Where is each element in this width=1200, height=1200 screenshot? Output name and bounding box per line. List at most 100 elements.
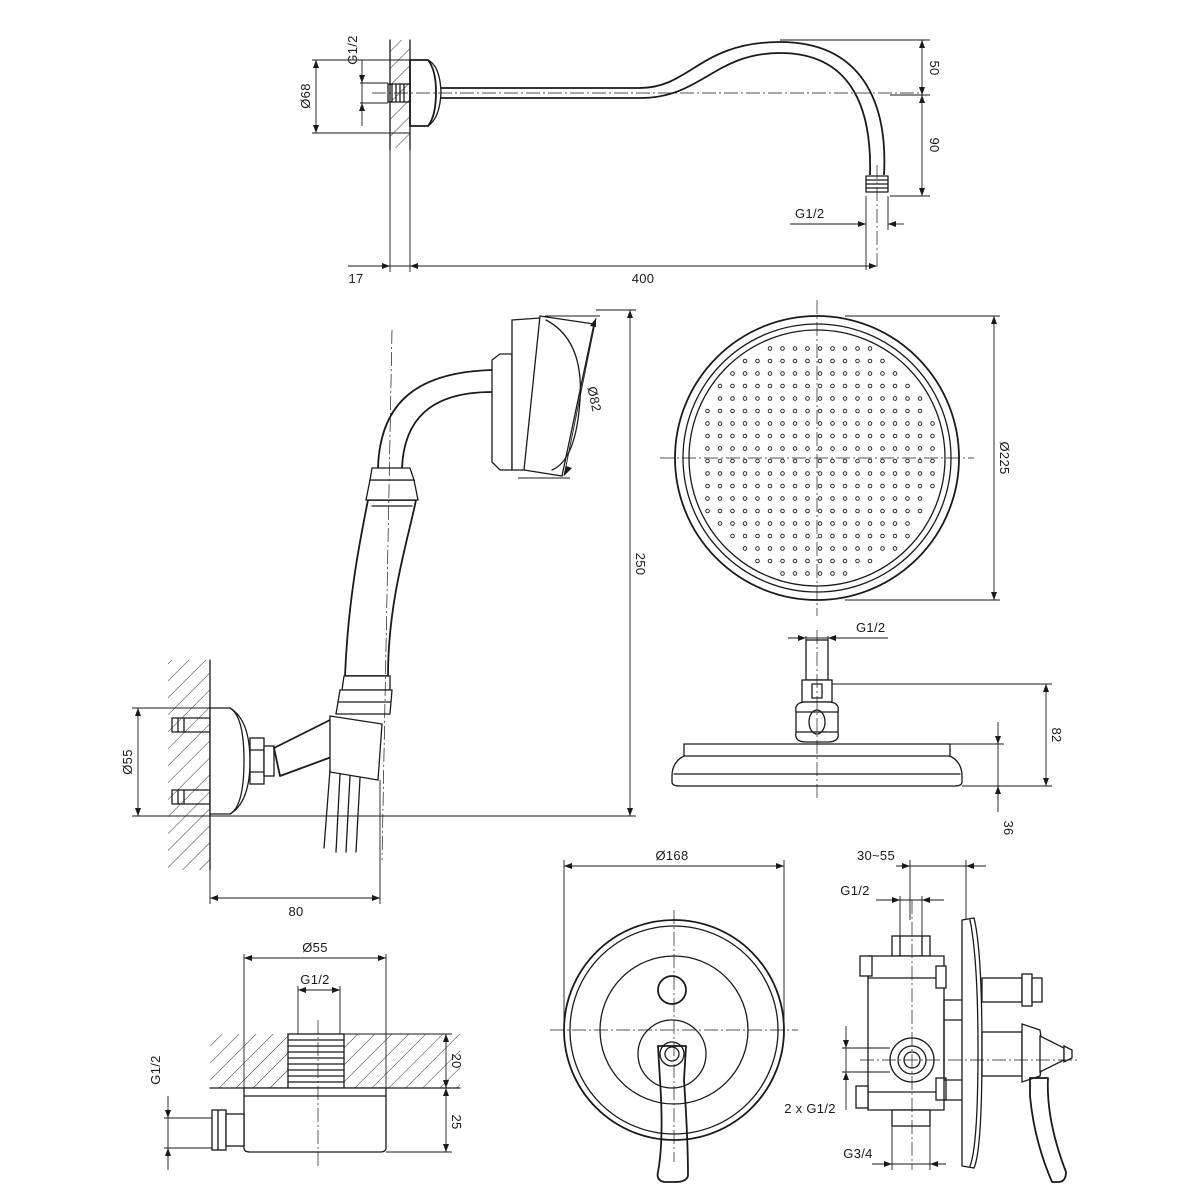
nozzle-dot [817,371,823,376]
nozzle-dot [880,521,885,526]
nozzle-dot [817,421,823,426]
nozzle-dot [792,396,798,401]
nozzle-dot [780,483,785,489]
nozzle-dot [742,496,748,501]
hand-wall-hatch [168,660,210,870]
nozzle-dot [767,546,773,551]
handle-grip [344,499,417,677]
nozzle-dot [767,371,773,376]
nozzle-dot [905,421,910,426]
nozzle-dot [867,421,873,426]
nozzle-dot [930,421,935,426]
mixer-thread-top-label: G1/2 [840,883,869,898]
nozzle-dot [905,396,910,401]
nozzle-dot [905,433,910,439]
nozzle-dot [755,546,760,551]
nozzle-dot [880,546,885,551]
nozzle-dot [767,358,773,364]
nozzle-dot [867,533,873,539]
nozzle-dot [730,508,735,514]
nozzle-dot [767,408,773,414]
nozzle-dot [780,546,785,551]
nozzle-dot [730,396,735,401]
nozzle-dot [755,371,760,376]
nozzle-dot [767,483,773,489]
nozzle-dot [880,396,885,401]
outlet-thread-lines [287,1039,345,1083]
nozzle-dot [742,521,748,526]
nozzle-dot [880,508,885,514]
nozzle-dot [817,521,823,526]
nozzle-dot [880,383,885,389]
nozzle-dot [930,483,935,489]
outlet-body [243,1087,387,1153]
nozzle-dot [717,396,723,401]
nozzle-dot [867,471,873,476]
nozzle-dot [842,571,848,576]
mixer-side-plate [961,917,983,1169]
nozzle-dot [830,371,835,376]
nozzle-dot [917,421,923,426]
arm-pipe-top [441,41,886,176]
nozzle-dot [730,471,735,476]
nozzle-dot [792,371,798,376]
nozzle-dot [842,483,848,489]
nozzle-dot [842,346,848,351]
nozzle-dot [930,433,935,439]
nozzle-dot [780,533,785,539]
nozzle-dot [917,408,923,414]
nozzle-dot [730,421,735,426]
nozzle-dot [855,421,860,426]
nozzle-dot [755,496,760,501]
nozzle-dot [817,458,823,464]
nozzle-dot [717,421,723,426]
nozzle-dot [767,346,773,351]
nozzle-dot [880,483,885,489]
hand-bracket-dia-label: Ø55 [120,749,135,774]
nozzle-dot [705,433,710,439]
nozzle-dot [905,408,910,414]
nozzle-dot [742,508,748,514]
nozzle-dot [892,433,898,439]
nozzle-dot [880,471,885,476]
nozzle-dot [842,546,848,551]
nozzle-dot [767,558,773,564]
nozzle-dot [805,521,810,526]
nozzle-dot [830,396,835,401]
nozzle-dot [892,421,898,426]
nozzle-dot [817,471,823,476]
arm-flange [409,59,437,127]
nozzle-dot [792,471,798,476]
nozzle-dot [842,421,848,426]
nozzle-dot [717,383,723,389]
arm-flange-dia-label: Ø68 [298,83,313,108]
mixer-thread-side-label: 2 x G1/2 [784,1101,836,1116]
nozzle-dot [855,433,860,439]
nozzle-dot [880,408,885,414]
arm-reach-label: 400 [632,271,655,286]
nozzle-dot [880,533,885,539]
hand-height-label: 250 [633,553,648,576]
nozzle-dot [855,496,860,501]
nozzle-dot [780,396,785,401]
nozzle-dot [842,396,848,401]
nozzle-dot [780,346,785,351]
outlet-thread-side-label: G1/2 [148,1055,163,1084]
nozzle-dot [780,521,785,526]
nozzle-dot [730,446,735,451]
outlet-dia-label: Ø55 [302,940,327,955]
nozzle-dot [867,558,873,564]
nozzle-dot [717,408,723,414]
nozzle-dot [792,521,798,526]
nozzle-dot [742,533,748,539]
nozzle-dot [717,471,723,476]
nozzle-dot [867,508,873,514]
nozzle-dot [717,446,723,451]
nozzle-dot [867,371,873,376]
rain-head-height-label: 36 [1001,820,1016,835]
nozzle-dot [855,346,860,351]
nozzle-dot [805,408,810,414]
nozzle-dot [792,433,798,439]
nozzle-dot [892,496,898,501]
nozzle-dot [805,546,810,551]
